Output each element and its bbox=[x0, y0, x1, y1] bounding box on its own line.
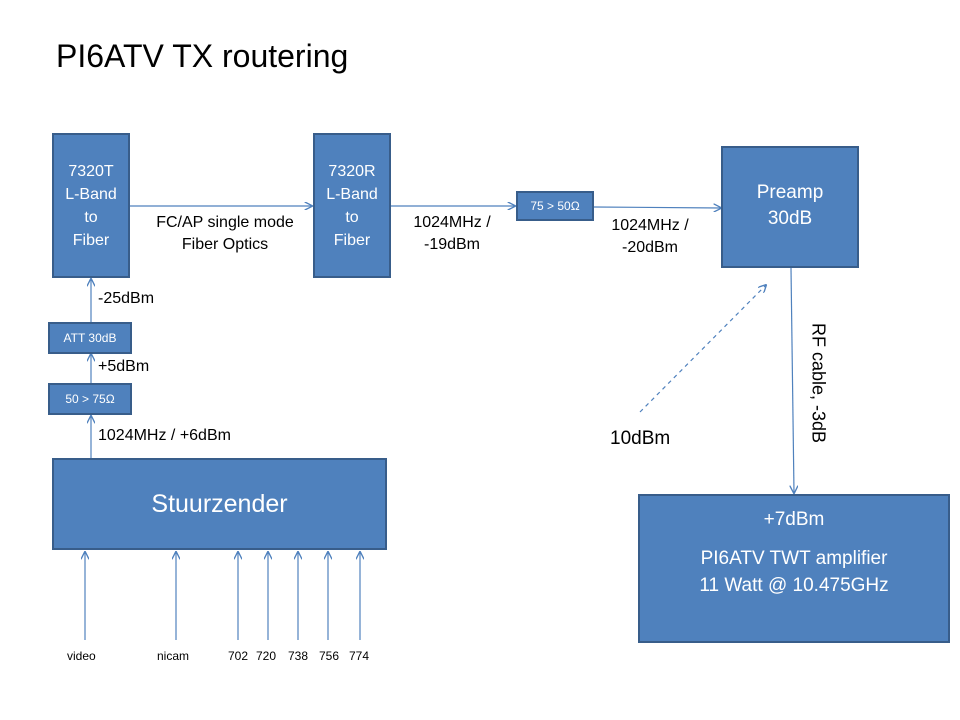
block-attenuator: ATT 30dB bbox=[48, 322, 132, 354]
input-label-nicam: nicam bbox=[157, 649, 190, 663]
block-7320r: 7320R L-Band to Fiber bbox=[313, 133, 391, 278]
label-gain-note: 10dBm bbox=[610, 428, 671, 449]
block-stuurzender: Stuurzender bbox=[52, 458, 387, 550]
label-rf-cable: RF cable, -3dB bbox=[808, 322, 829, 444]
label-att-output: -25dBm bbox=[98, 290, 155, 307]
input-label-702: 702 bbox=[228, 649, 249, 663]
input-label-756: 756 bbox=[319, 649, 340, 663]
diagram-title: PI6ATV TX routering bbox=[56, 38, 349, 74]
label-preamp-input: 1024MHz / -20dBm bbox=[611, 217, 689, 256]
label-imp-output: +5dBm bbox=[98, 358, 150, 375]
block-impedance-75-50: 75 > 50Ω bbox=[516, 191, 594, 221]
arrow-imp-to-preamp bbox=[593, 207, 721, 208]
input-label-720: 720 bbox=[256, 649, 277, 663]
block-twt-amplifier: +7dBm PI6ATV TWT amplifier 11 Watt @ 10.… bbox=[638, 494, 950, 643]
label-fiber-link: FC/AP single mode Fiber Optics bbox=[156, 214, 294, 253]
block-preamp: Preamp 30dB bbox=[721, 146, 859, 268]
label-rx-output: 1024MHz / -19dBm bbox=[413, 214, 491, 253]
input-label-774: 774 bbox=[349, 649, 370, 663]
label-stuur-output: 1024MHz / +6dBm bbox=[98, 427, 231, 444]
input-label-738: 738 bbox=[288, 649, 309, 663]
arrow-rf-cable bbox=[791, 267, 794, 493]
input-label-video: video bbox=[67, 649, 96, 663]
block-impedance-50-75: 50 > 75Ω bbox=[48, 383, 132, 415]
arrow-gain-dashed bbox=[639, 285, 766, 413]
twt-input-level: +7dBm bbox=[763, 509, 825, 530]
block-7320t: 7320T L-Band to Fiber bbox=[52, 133, 130, 278]
